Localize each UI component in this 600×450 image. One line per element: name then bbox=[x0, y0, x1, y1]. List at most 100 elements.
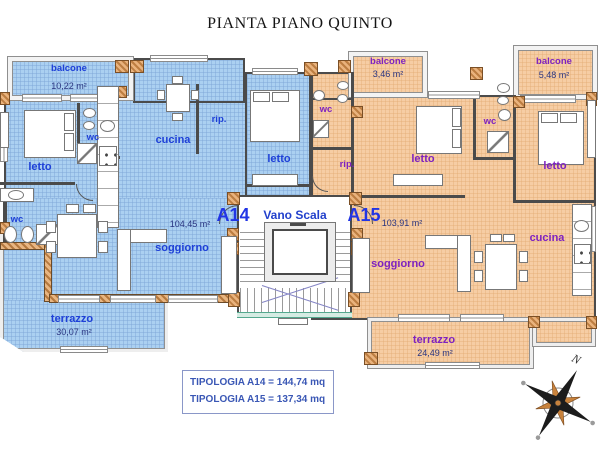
toilet bbox=[497, 83, 510, 93]
window bbox=[150, 55, 208, 62]
sink bbox=[313, 90, 325, 101]
dining-table bbox=[485, 244, 517, 290]
wall bbox=[351, 195, 465, 198]
room-label-balcone2-a15: balcone bbox=[536, 56, 572, 67]
bidet bbox=[497, 96, 509, 105]
window bbox=[110, 295, 156, 303]
column bbox=[348, 292, 360, 307]
bidet bbox=[21, 226, 34, 243]
room-label-wc1-a15: wc bbox=[319, 104, 333, 115]
stairs bbox=[240, 232, 264, 288]
legend-line-a15: TIPOLOGIA A15 = 137,34 mq bbox=[190, 394, 326, 405]
window bbox=[398, 314, 450, 322]
column bbox=[115, 60, 129, 73]
pillow bbox=[541, 113, 558, 123]
wall bbox=[77, 103, 80, 159]
room-label-soggiorno-a14: soggiorno bbox=[155, 242, 209, 254]
compass-rose-icon bbox=[521, 370, 595, 440]
bench bbox=[252, 174, 298, 186]
window bbox=[520, 95, 576, 103]
chair bbox=[519, 270, 528, 282]
room-label-wc2-a14: wc bbox=[10, 214, 24, 225]
area-label-balcone1-a15: 3,46 m² bbox=[372, 69, 404, 79]
chair bbox=[191, 90, 199, 100]
room-label-soggiorno-a15: soggiorno bbox=[371, 258, 425, 270]
wall bbox=[513, 95, 516, 202]
area-label-balcone2-a15: 5,48 m² bbox=[538, 70, 570, 80]
pillow bbox=[64, 133, 74, 151]
room-label-terrazzo-a15: terrazzo bbox=[412, 334, 456, 346]
bench bbox=[393, 174, 443, 186]
a15-terrazzo-step bbox=[533, 318, 595, 346]
landing-step bbox=[278, 318, 308, 325]
room-label-letto1-a15: letto bbox=[411, 153, 435, 165]
dining-table bbox=[57, 214, 97, 258]
column bbox=[513, 96, 525, 108]
chair bbox=[98, 241, 108, 253]
bidet bbox=[337, 94, 348, 103]
page-title: PIANTA PIANO QUINTO bbox=[207, 15, 393, 32]
wardrobe bbox=[0, 112, 9, 148]
room-label-rip-a14: rip. bbox=[211, 114, 227, 125]
room-label-cucina-a15: cucina bbox=[529, 232, 565, 244]
total-area-a15: 103,91 m² bbox=[381, 218, 423, 228]
pillow bbox=[560, 113, 577, 123]
room-label-terrazzo-a14: terrazzo bbox=[50, 313, 94, 325]
area-label-terrazzo-a14: 30,07 m² bbox=[56, 327, 92, 337]
apartment-id-a15: A15 bbox=[347, 205, 381, 225]
bidet bbox=[83, 121, 95, 130]
apartment-id-a14: A14 bbox=[216, 205, 250, 225]
column bbox=[227, 192, 240, 205]
sofa bbox=[457, 235, 471, 292]
wall bbox=[513, 200, 596, 203]
wall bbox=[473, 95, 476, 160]
room-label-letto2-a15: letto bbox=[543, 160, 567, 172]
window bbox=[60, 346, 108, 353]
chair bbox=[474, 270, 483, 282]
column bbox=[338, 60, 351, 73]
chair bbox=[83, 204, 96, 213]
sink bbox=[574, 220, 589, 232]
a15-terrazzo-main bbox=[368, 318, 533, 368]
toilet bbox=[337, 81, 349, 90]
wall bbox=[311, 147, 353, 150]
room-label-wc1-a14: wc bbox=[86, 132, 100, 143]
elevator-door bbox=[290, 223, 306, 226]
chair bbox=[98, 221, 108, 233]
chair bbox=[66, 204, 79, 213]
legend-line-a14: TIPOLOGIA A14 = 144,74 mq bbox=[190, 377, 326, 388]
stove bbox=[99, 146, 117, 166]
area-label-balcone-a14: 10,22 m² bbox=[51, 81, 87, 91]
wall bbox=[196, 84, 199, 154]
elevator-car bbox=[272, 229, 328, 275]
column bbox=[351, 106, 363, 118]
room-label-balcone-a14: balcone bbox=[51, 63, 87, 74]
stairwell-landing-edge bbox=[237, 312, 352, 318]
sofa bbox=[117, 229, 131, 291]
legend-box: TIPOLOGIA A14 = 144,74 mq TIPOLOGIA A15 … bbox=[182, 370, 334, 414]
column bbox=[130, 60, 144, 73]
chair bbox=[474, 251, 483, 263]
chair bbox=[519, 251, 528, 263]
column bbox=[528, 316, 540, 328]
sink bbox=[8, 190, 24, 200]
column bbox=[364, 352, 378, 365]
area-label-terrazzo-a15: 24,49 m² bbox=[417, 348, 453, 358]
chair bbox=[490, 234, 502, 242]
window bbox=[22, 94, 62, 102]
pillow bbox=[272, 92, 289, 102]
column bbox=[0, 92, 10, 105]
sink bbox=[498, 109, 511, 121]
stove bbox=[574, 244, 591, 264]
column bbox=[349, 192, 362, 205]
room-label-wc2-a15: wc bbox=[483, 116, 497, 127]
total-area-a14: 104,45 m² bbox=[169, 219, 211, 229]
window bbox=[252, 68, 298, 75]
window bbox=[425, 362, 480, 369]
chair bbox=[503, 234, 515, 242]
sink bbox=[100, 120, 115, 132]
shower bbox=[77, 143, 97, 164]
wardrobe bbox=[587, 100, 596, 158]
column bbox=[228, 292, 240, 307]
